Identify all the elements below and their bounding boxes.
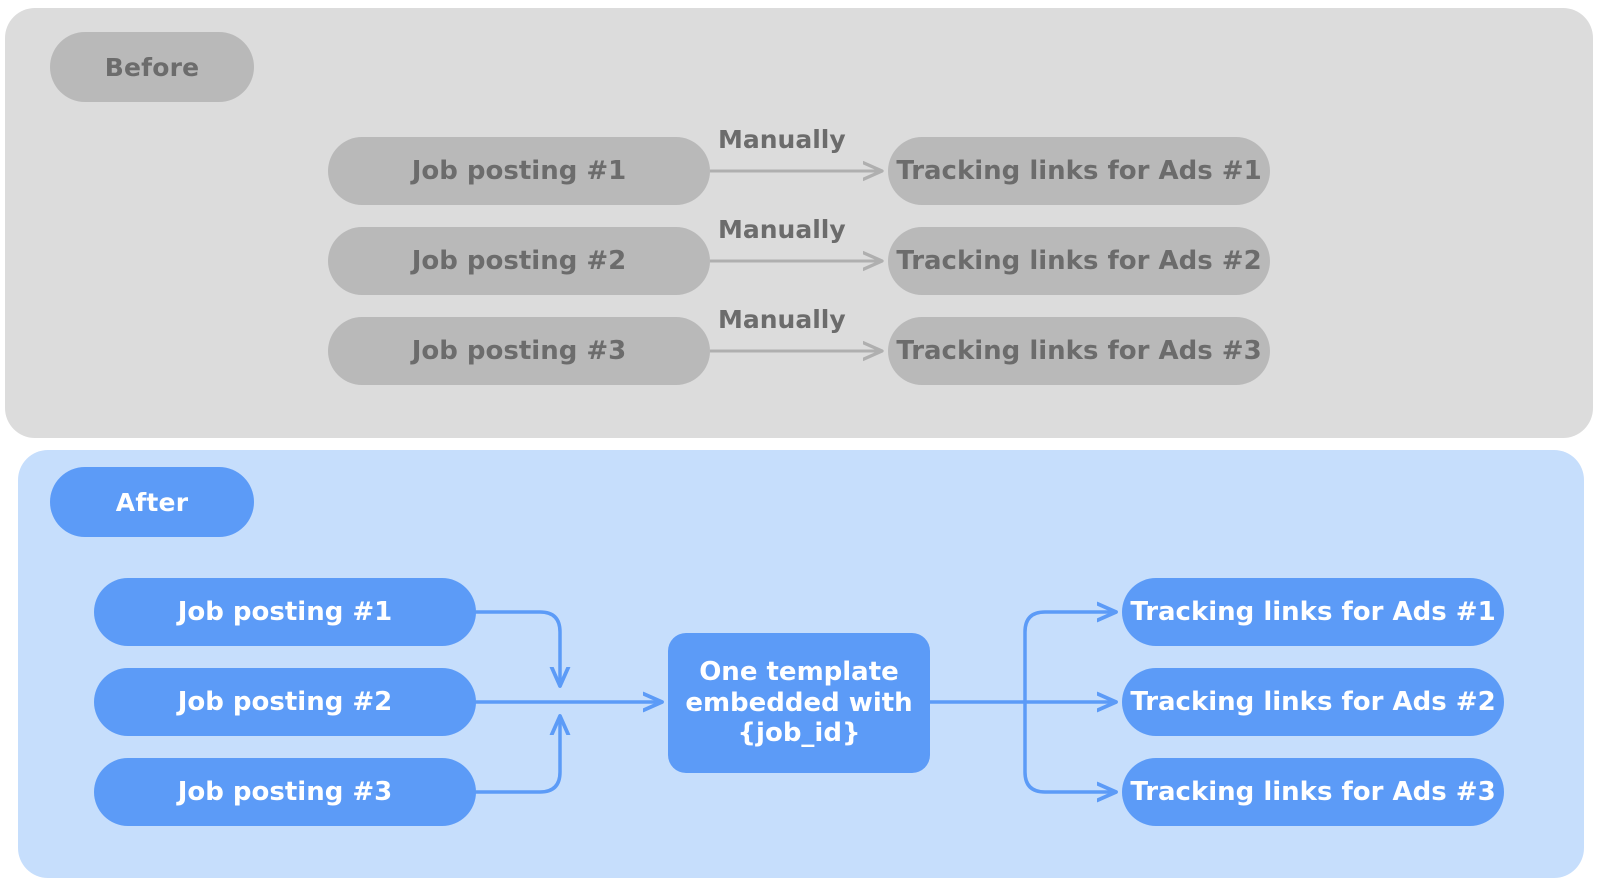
before-arrow-label-1: Manually — [718, 125, 846, 154]
after-tracking-links-1[interactable]: Tracking links for Ads #1 — [1122, 578, 1504, 646]
after-job-posting-1[interactable]: Job posting #1 — [94, 578, 476, 646]
before-job-posting-3[interactable]: Job posting #3 — [328, 317, 710, 385]
after-tracking-links-3[interactable]: Tracking links for Ads #3 — [1122, 758, 1504, 826]
before-tracking-links-2[interactable]: Tracking links for Ads #2 — [888, 227, 1270, 295]
before-tracking-links-3[interactable]: Tracking links for Ads #3 — [888, 317, 1270, 385]
after-job-posting-2[interactable]: Job posting #2 — [94, 668, 476, 736]
before-arrow-label-3: Manually — [718, 305, 846, 334]
after-section-badge: After — [50, 467, 254, 537]
after-template-node[interactable]: One template embedded with {job_id} — [668, 633, 930, 773]
before-job-posting-1[interactable]: Job posting #1 — [328, 137, 710, 205]
after-tracking-links-2[interactable]: Tracking links for Ads #2 — [1122, 668, 1504, 736]
before-arrow-label-2: Manually — [718, 215, 846, 244]
before-tracking-links-1[interactable]: Tracking links for Ads #1 — [888, 137, 1270, 205]
after-job-posting-3[interactable]: Job posting #3 — [94, 758, 476, 826]
before-section-badge: Before — [50, 32, 254, 102]
before-panel — [5, 8, 1593, 438]
before-job-posting-2[interactable]: Job posting #2 — [328, 227, 710, 295]
